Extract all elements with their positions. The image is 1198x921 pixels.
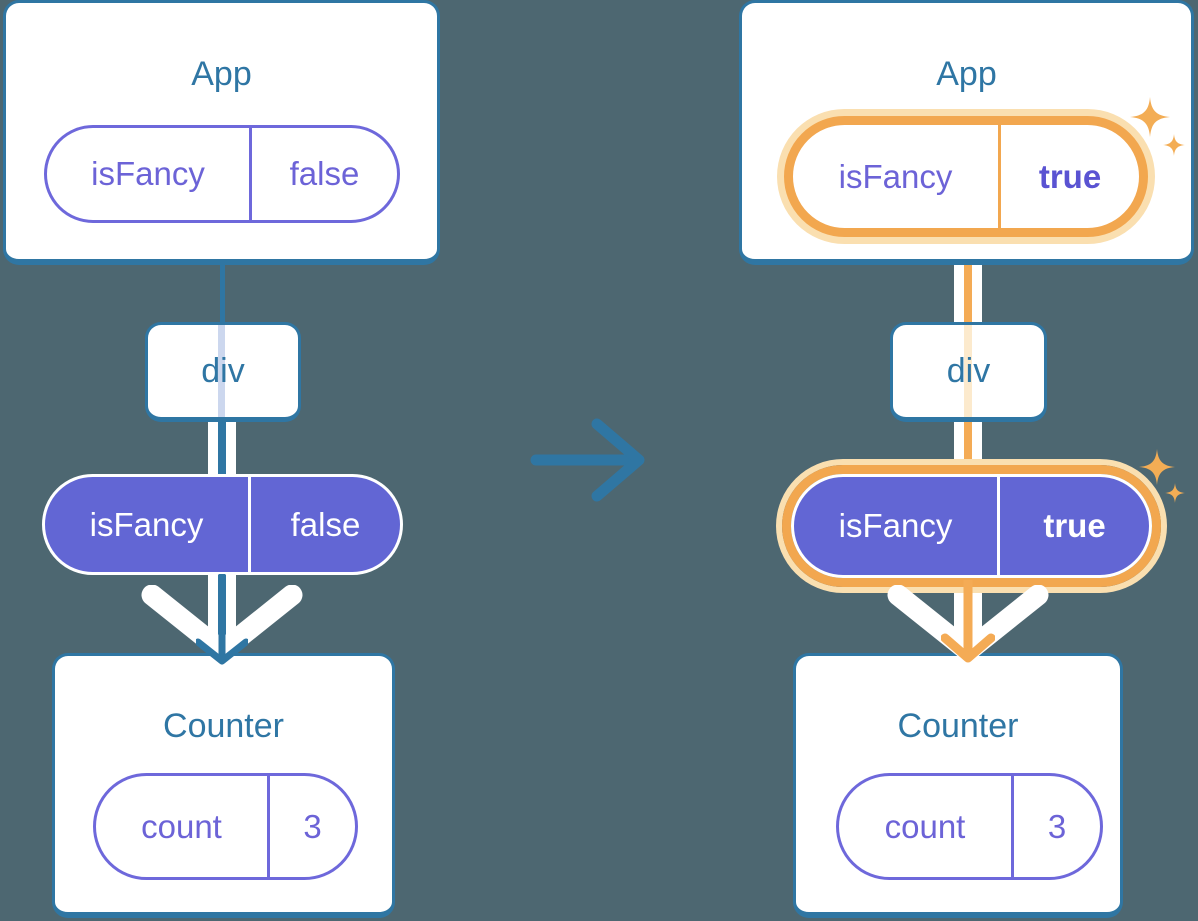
counter-state-pill-after: count 3 bbox=[836, 773, 1103, 880]
app-prop-pill-before: isFancy false bbox=[44, 125, 400, 223]
transition-arrow-icon bbox=[530, 418, 645, 502]
counter-title-before: Counter bbox=[163, 707, 284, 745]
app-prop-pill-after: isFancy true bbox=[784, 116, 1148, 237]
prop-name-cell: isFancy bbox=[45, 477, 251, 572]
prop-value-cell: true bbox=[1043, 507, 1106, 544]
state-name-cell: count bbox=[96, 776, 270, 877]
div-label-before: div bbox=[201, 351, 245, 390]
div-label-after: div bbox=[946, 351, 991, 390]
render-stripe-app-div-after bbox=[954, 263, 982, 324]
passed-prop-pill-before: isFancy false bbox=[42, 474, 403, 575]
app-title-after: App bbox=[936, 55, 997, 93]
prop-arrow-icon-after bbox=[941, 580, 995, 663]
prop-through-line bbox=[964, 325, 972, 417]
counter-card-before: Counter count 3 bbox=[52, 653, 395, 918]
app-title-before: App bbox=[191, 55, 252, 93]
state-value-cell: 3 bbox=[303, 807, 322, 845]
counter-title-after: Counter bbox=[897, 707, 1019, 745]
render-stripe-div-pill-after bbox=[954, 419, 982, 467]
sparkles-icon bbox=[1139, 449, 1185, 503]
prop-value-cell: false bbox=[290, 505, 361, 543]
render-stripe-div-pill-before bbox=[208, 421, 236, 476]
prop-name-cell: isFancy bbox=[794, 477, 1000, 575]
sparkles-icon bbox=[1130, 97, 1185, 156]
state-value-cell: 3 bbox=[1047, 807, 1067, 845]
counter-card-after: Counter count 3 bbox=[793, 653, 1123, 918]
prop-value-cell: false bbox=[289, 155, 360, 192]
passed-prop-pill-after: isFancy true bbox=[782, 465, 1161, 587]
prop-name-cell: isFancy bbox=[47, 128, 252, 220]
prop-line-app-div-before bbox=[220, 262, 225, 324]
div-node-before: div bbox=[145, 322, 301, 422]
prop-through-line bbox=[218, 325, 225, 417]
prop-name-cell: isFancy bbox=[793, 125, 1001, 228]
state-name-cell: count bbox=[839, 776, 1014, 877]
prop-value-cell: true bbox=[1038, 157, 1102, 195]
prop-arrow-icon-before bbox=[196, 574, 248, 665]
div-node-after: div bbox=[890, 322, 1047, 422]
counter-state-pill-before: count 3 bbox=[93, 773, 358, 880]
